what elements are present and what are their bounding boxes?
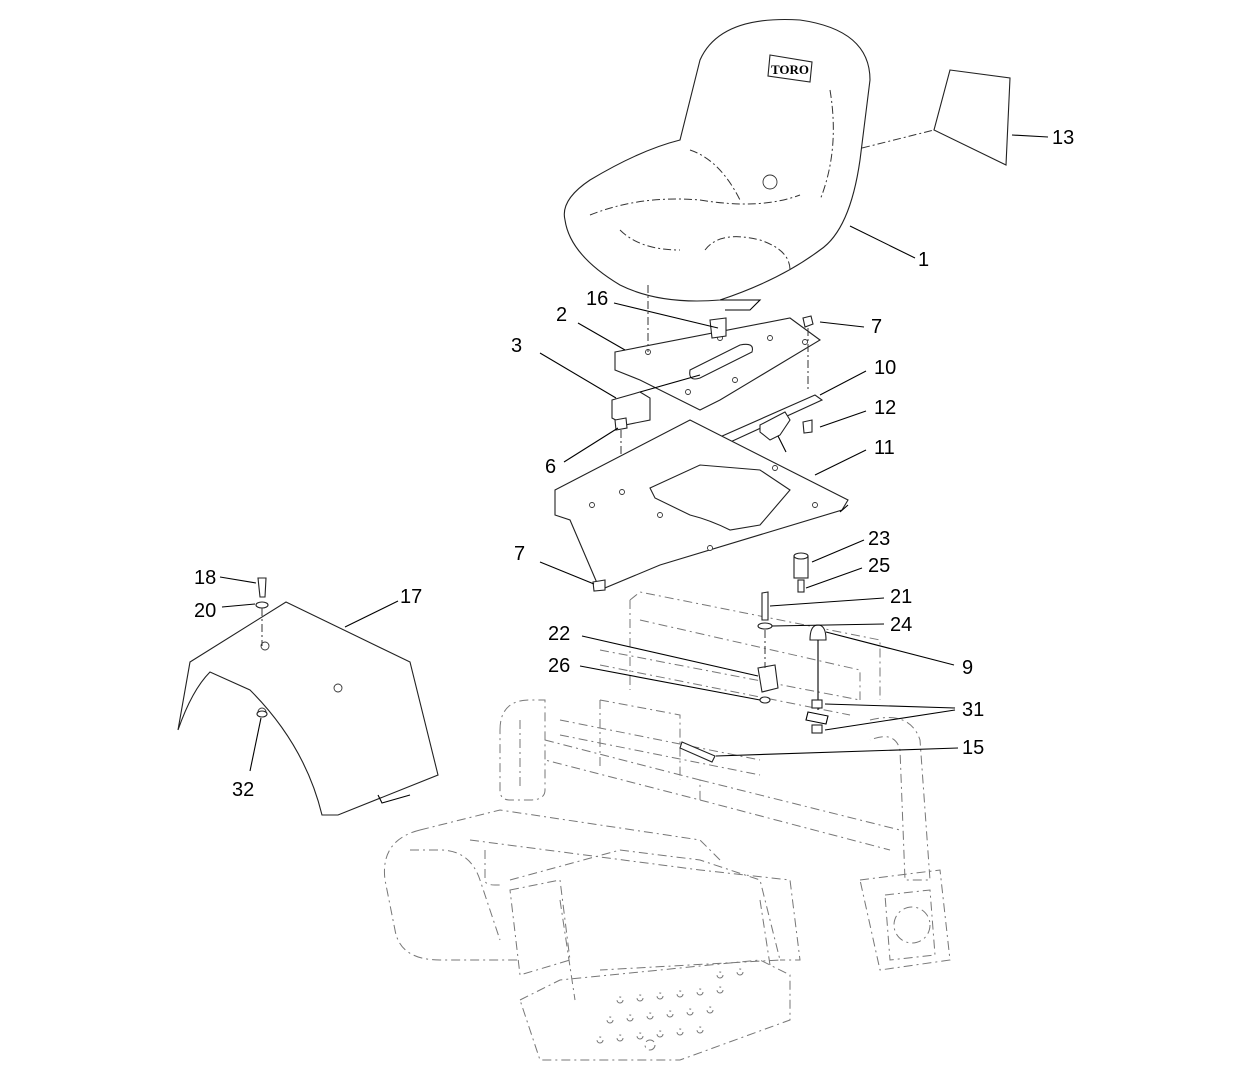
pin-part-25 — [797, 579, 805, 593]
callout-18: 18 — [194, 567, 216, 589]
shroud-part-17 — [177, 601, 439, 816]
seat-plate-part-11 — [554, 419, 849, 591]
bolt-part-12 — [802, 419, 813, 434]
pin-part-15 — [679, 741, 716, 763]
callout-13: 13 — [1052, 127, 1074, 149]
callout-23: 23 — [868, 528, 890, 550]
callout-21: 21 — [890, 586, 912, 608]
bolt-part-7-upper — [802, 315, 814, 390]
callout-24: 24 — [890, 614, 912, 636]
bolt-part-21 — [761, 591, 769, 621]
callout-6: 6 — [545, 456, 556, 478]
step-plate-holes — [596, 968, 744, 1044]
callout-12: 12 — [874, 397, 896, 419]
nut-part-32 — [256, 710, 268, 718]
mower-frame-phantom — [383, 591, 951, 1061]
callout-labels: 13 1 16 2 3 7 10 12 6 11 7 23 25 21 24 9… — [194, 127, 1074, 801]
bumper-part-23 — [793, 552, 809, 579]
bolt-part-18 — [257, 577, 267, 598]
latch-part-22 — [757, 630, 779, 693]
callout-32: 32 — [232, 779, 254, 801]
nut-part-26 — [759, 696, 771, 704]
seat-pan-part-2 — [614, 317, 821, 411]
knob-part-9 — [809, 624, 827, 710]
seat-rail-part-3 — [611, 374, 701, 426]
bolt-part-7-lower — [592, 579, 606, 592]
fastener-part-31 — [805, 699, 829, 734]
leader-lines — [219, 134, 1049, 772]
callout-25: 25 — [868, 555, 890, 577]
callout-22: 22 — [548, 623, 570, 645]
seat-logo: TORO — [767, 54, 813, 83]
callout-2: 2 — [556, 304, 567, 326]
callout-16: 16 — [586, 288, 608, 310]
callout-11: 11 — [874, 437, 895, 459]
washer-part-24 — [757, 622, 773, 630]
seat-logo-text: TORO — [771, 62, 809, 77]
decal-part-13 — [861, 69, 1011, 166]
callout-3: 3 — [511, 335, 522, 357]
callout-20: 20 — [194, 600, 216, 622]
callout-7-upper: 7 — [871, 316, 882, 338]
callout-31: 31 — [962, 699, 984, 721]
callout-1: 1 — [918, 249, 929, 271]
callout-9: 9 — [962, 657, 973, 679]
callout-26: 26 — [548, 655, 570, 677]
callout-10: 10 — [874, 357, 896, 379]
seat-part-1: TORO — [563, 18, 871, 311]
callout-7-lower: 7 — [514, 543, 525, 565]
callout-17: 17 — [400, 586, 422, 608]
callout-15: 15 — [962, 737, 984, 759]
washer-part-20 — [255, 601, 269, 646]
